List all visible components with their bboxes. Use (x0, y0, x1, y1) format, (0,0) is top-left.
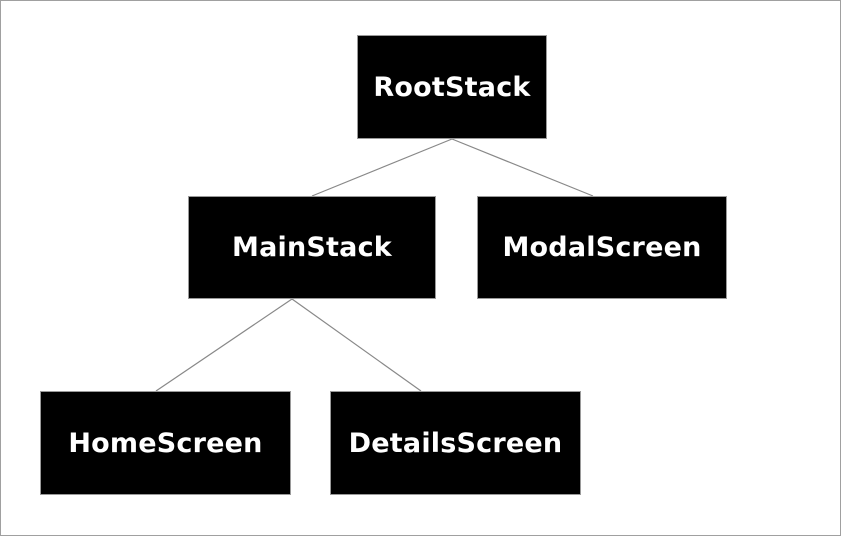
node-detailsscreen[interactable]: DetailsScreen (330, 391, 581, 495)
node-modalscreen-label: ModalScreen (502, 232, 702, 263)
edge-mainstack-detailsscreen (291, 298, 422, 392)
node-rootstack-label: RootStack (373, 71, 531, 103)
node-homescreen-label: HomeScreen (68, 427, 263, 459)
node-modalscreen[interactable]: ModalScreen (477, 196, 727, 299)
node-homescreen[interactable]: HomeScreen (40, 391, 291, 495)
node-mainstack[interactable]: MainStack (188, 196, 436, 299)
node-mainstack-label: MainStack (232, 232, 392, 263)
edge-rootstack-mainstack (311, 138, 453, 197)
node-rootstack[interactable]: RootStack (357, 35, 547, 139)
edge-rootstack-modalscreen (451, 138, 594, 197)
node-detailsscreen-label: DetailsScreen (348, 427, 563, 459)
edge-mainstack-homescreen (155, 298, 293, 392)
